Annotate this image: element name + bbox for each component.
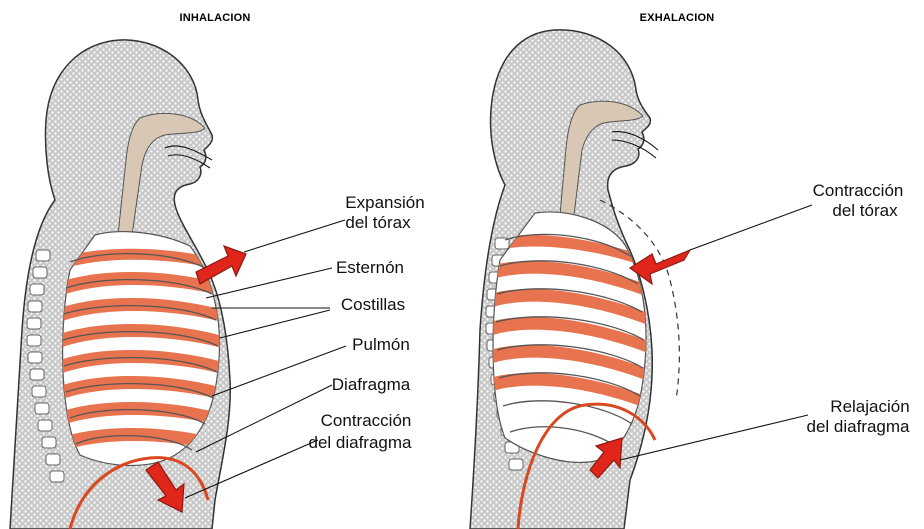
inhalation-panel: INHALACION	[10, 12, 425, 529]
panel-title-inhalation: INHALACION	[179, 12, 250, 24]
label-diaphragm-relaxation-1: Relajación	[830, 397, 909, 416]
panel-title-exhalation: EXHALACION	[640, 12, 715, 24]
label-thorax-contraction-2: del tórax	[832, 201, 898, 220]
label-thorax-contraction-1: Contracción	[813, 181, 904, 200]
label-diaphragm-relaxation-2: del diafragma	[806, 417, 910, 436]
exhalation-panel: EXHALACION	[470, 12, 910, 529]
label-ribs: Costillas	[341, 295, 405, 314]
label-sternum: Esternón	[336, 258, 404, 277]
label-thorax-expansion-2: del tórax	[345, 213, 411, 232]
label-thorax-expansion-1: Expansión	[345, 193, 424, 212]
label-lung: Pulmón	[352, 335, 410, 354]
label-diaphragm-contraction-1: Contracción	[321, 411, 412, 430]
label-diaphragm: Diafragma	[332, 375, 411, 394]
label-diaphragm-contraction-2: del diafragma	[308, 433, 412, 452]
